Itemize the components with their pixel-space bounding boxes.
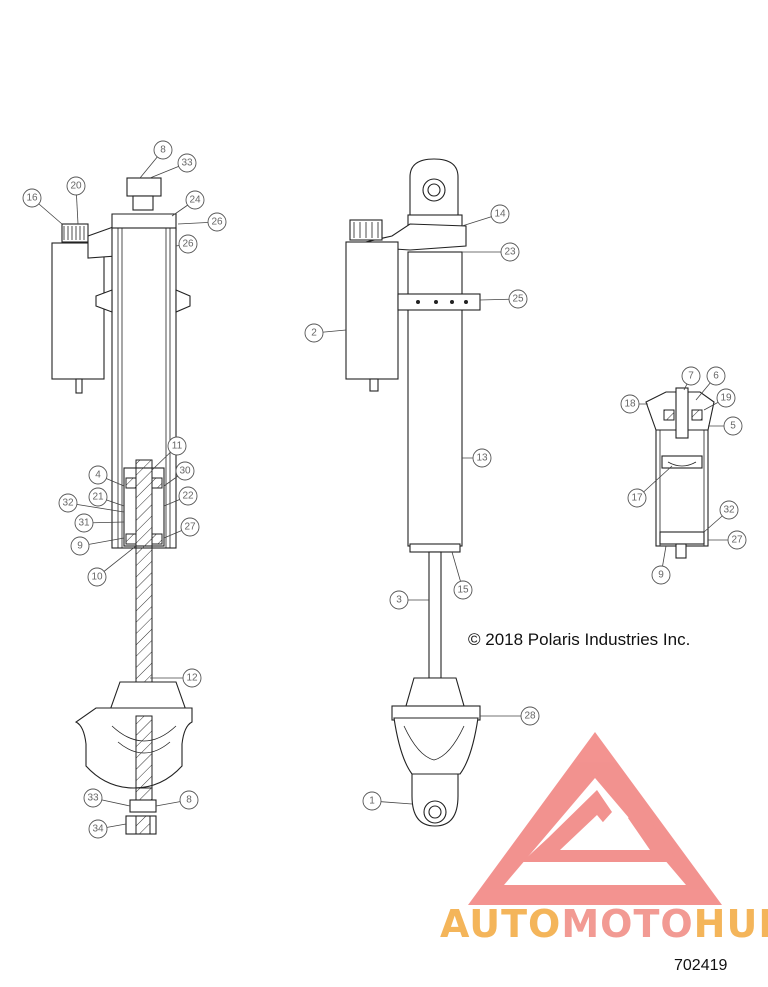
watermark-logo — [468, 732, 722, 905]
callout-33-bottom[interactable]: 33 — [83, 788, 103, 808]
callout-27-right[interactable]: 27 — [727, 530, 747, 550]
callout-1[interactable]: 1 — [362, 791, 382, 811]
callout-32-left[interactable]: 32 — [58, 493, 78, 513]
svg-text:22: 22 — [182, 491, 194, 502]
callout-26-lower[interactable]: 26 — [178, 234, 198, 254]
callout-8-top[interactable]: 8 — [153, 140, 173, 160]
svg-text:25: 25 — [512, 294, 524, 305]
callout-24[interactable]: 24 — [185, 190, 205, 210]
svg-text:17: 17 — [631, 493, 643, 504]
callout-16[interactable]: 16 — [22, 188, 42, 208]
svg-text:33: 33 — [181, 158, 193, 169]
svg-text:7: 7 — [688, 371, 694, 382]
svg-text:5: 5 — [730, 421, 736, 432]
svg-text:3: 3 — [396, 595, 402, 606]
svg-text:34: 34 — [92, 824, 104, 835]
top-eyelet — [126, 177, 162, 197]
callout-26-upper[interactable]: 26 — [207, 212, 227, 232]
svg-text:23: 23 — [504, 247, 516, 258]
right-piston-subassembly — [645, 387, 715, 559]
wordmark-moto: MOTO — [561, 902, 694, 946]
svg-text:33: 33 — [87, 793, 99, 804]
wordmark-auto: AUTO — [440, 902, 562, 946]
callout-set: 8 33 16 20 24 26 26 11 4 30 21 22 32 31 … — [22, 140, 747, 839]
svg-text:8: 8 — [160, 145, 166, 156]
svg-text:21: 21 — [92, 492, 104, 503]
callout-8-bottom[interactable]: 8 — [179, 790, 199, 810]
callout-10[interactable]: 10 — [87, 567, 107, 587]
svg-text:16: 16 — [26, 193, 38, 204]
svg-text:1: 1 — [369, 796, 375, 807]
wordmark-hub: HUB — [693, 902, 768, 946]
svg-text:10: 10 — [91, 572, 103, 583]
callout-12[interactable]: 12 — [182, 668, 202, 688]
svg-text:30: 30 — [179, 466, 191, 477]
svg-text:2: 2 — [311, 328, 317, 339]
svg-text:31: 31 — [78, 518, 90, 529]
svg-text:27: 27 — [184, 522, 196, 533]
callout-30[interactable]: 30 — [175, 461, 195, 481]
callout-18[interactable]: 18 — [620, 394, 640, 414]
callout-28[interactable]: 28 — [520, 706, 540, 726]
callout-4[interactable]: 4 — [88, 465, 108, 485]
callout-20-left[interactable]: 20 — [66, 176, 86, 196]
center-shaft — [428, 551, 442, 679]
callout-22[interactable]: 22 — [178, 486, 198, 506]
svg-text:32: 32 — [62, 498, 74, 509]
callout-34[interactable]: 34 — [88, 819, 108, 839]
svg-text:9: 9 — [658, 570, 664, 581]
callout-31[interactable]: 31 — [74, 513, 94, 533]
reservoir-body — [51, 242, 105, 380]
svg-text:11: 11 — [172, 441, 183, 452]
sub-cylinder — [655, 425, 709, 547]
center-shock-assembly — [345, 158, 481, 827]
callout-21[interactable]: 21 — [88, 487, 108, 507]
svg-text:13: 13 — [476, 453, 488, 464]
svg-text:26: 26 — [211, 217, 223, 228]
svg-text:8: 8 — [186, 795, 192, 806]
callout-3[interactable]: 3 — [389, 590, 409, 610]
callout-14[interactable]: 14 — [490, 204, 510, 224]
svg-text:19: 19 — [720, 393, 732, 404]
callout-33-top[interactable]: 33 — [177, 153, 197, 173]
svg-text:12: 12 — [186, 673, 198, 684]
svg-text:20: 20 — [70, 181, 82, 192]
callout-17[interactable]: 17 — [627, 488, 647, 508]
svg-text:14: 14 — [494, 209, 506, 220]
left-shock-assembly — [51, 177, 193, 835]
callout-25[interactable]: 25 — [508, 289, 528, 309]
callout-15[interactable]: 15 — [453, 580, 473, 600]
callout-32-right[interactable]: 32 — [719, 500, 739, 520]
callout-9-left[interactable]: 9 — [70, 536, 90, 556]
svg-text:9: 9 — [77, 541, 83, 552]
svg-text:32: 32 — [723, 505, 735, 516]
reservoir-center — [345, 241, 399, 380]
watermark-wordmark: AUTOMOTOHUB — [440, 902, 768, 946]
svg-text:18: 18 — [624, 399, 636, 410]
svg-text:4: 4 — [95, 470, 101, 481]
svg-text:6: 6 — [713, 371, 719, 382]
callout-13[interactable]: 13 — [472, 448, 492, 468]
callout-2[interactable]: 2 — [304, 323, 324, 343]
callout-5[interactable]: 5 — [723, 416, 743, 436]
callout-9-right[interactable]: 9 — [651, 565, 671, 585]
svg-text:27: 27 — [731, 535, 743, 546]
callout-19[interactable]: 19 — [716, 388, 736, 408]
copyright-notice: © 2018 Polaris Industries Inc. — [468, 630, 691, 649]
svg-text:24: 24 — [189, 195, 201, 206]
callout-7[interactable]: 7 — [681, 366, 701, 386]
callout-27-left[interactable]: 27 — [180, 517, 200, 537]
spring-seat — [397, 293, 481, 311]
svg-text:28: 28 — [524, 711, 536, 722]
reservoir-cap — [61, 223, 89, 243]
callout-6[interactable]: 6 — [706, 366, 726, 386]
svg-text:15: 15 — [457, 585, 469, 596]
svg-text:26: 26 — [182, 239, 194, 250]
document-number: 702419 — [674, 957, 728, 974]
callout-23[interactable]: 23 — [500, 242, 520, 262]
callout-11[interactable]: 11 — [167, 436, 187, 456]
